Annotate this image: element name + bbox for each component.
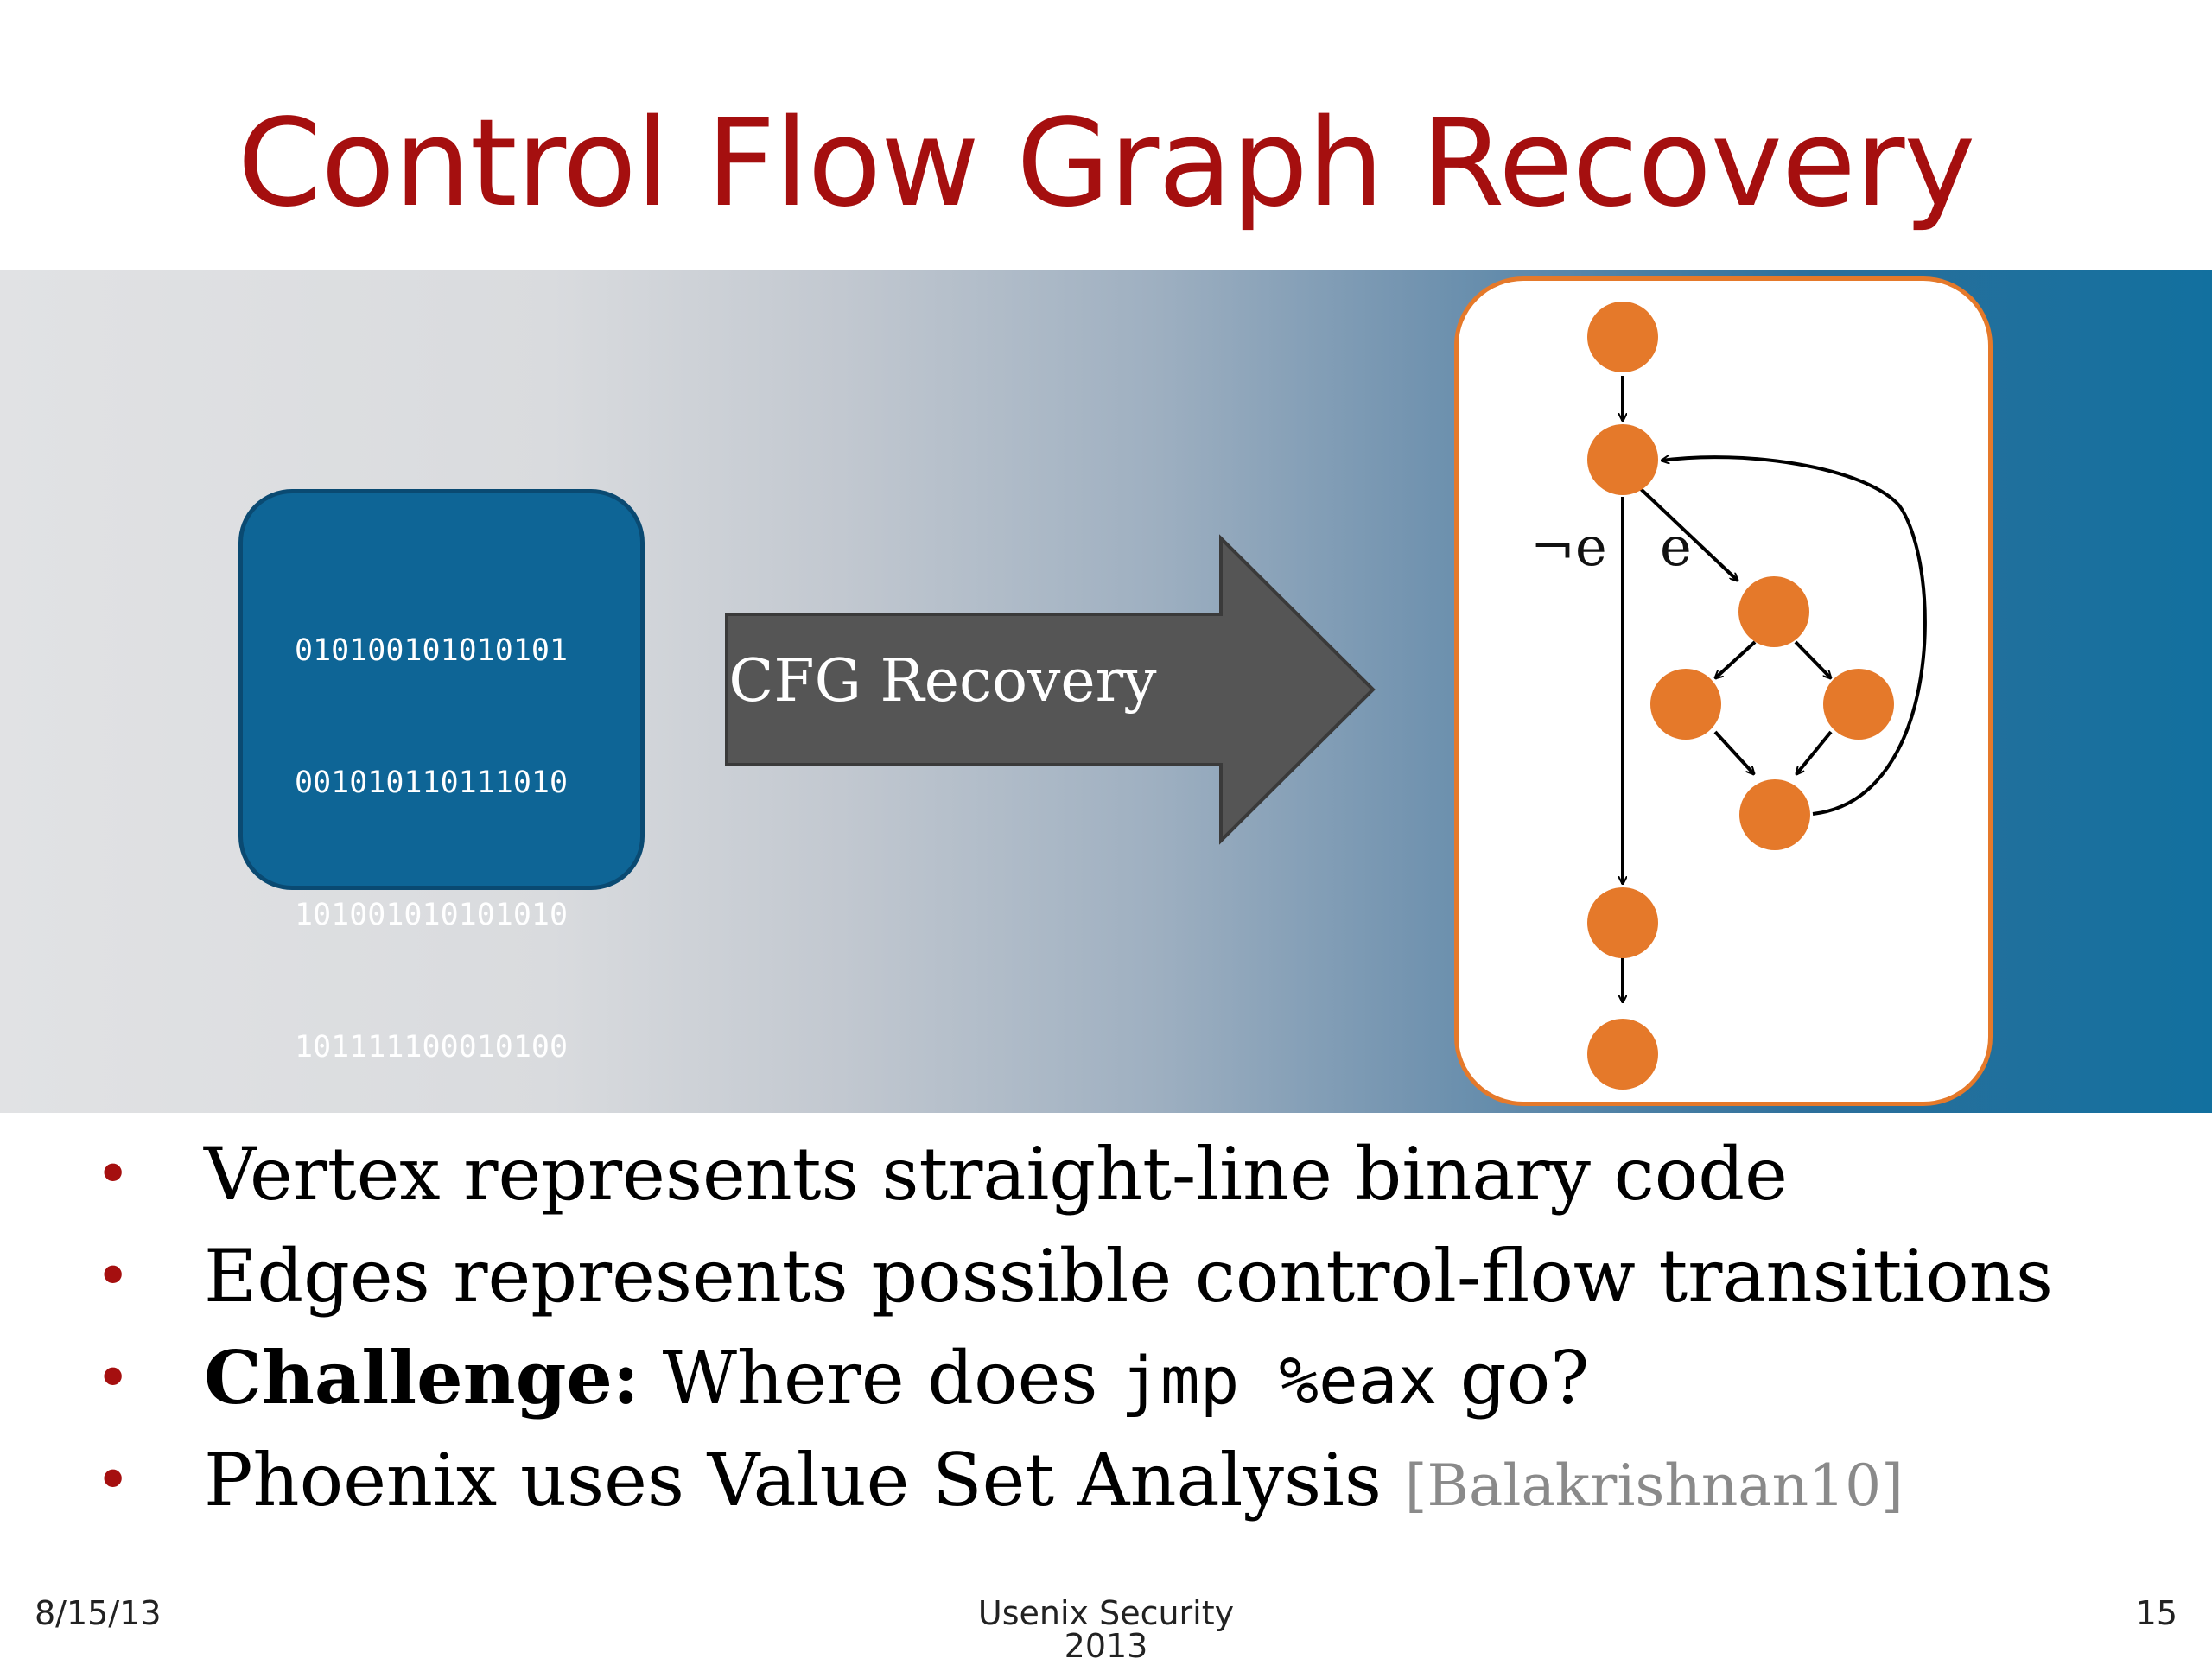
slide-title: Control Flow Graph Recovery	[237, 93, 1976, 234]
edge-label-not-e: ¬e	[1530, 515, 1607, 578]
cfg-edge	[1638, 486, 1738, 581]
cfg-panel: ¬e e	[1454, 276, 1993, 1106]
cfg-node	[1587, 424, 1658, 495]
edge-label-e: e	[1660, 515, 1692, 578]
bullet-text: Vertex represents straight-line binary c…	[204, 1132, 1788, 1217]
cfg-node	[1738, 576, 1809, 647]
footer-date: 8/15/13	[35, 1594, 162, 1632]
bullet-item: • Phoenix uses Value Set Analysis [Balak…	[86, 1429, 2195, 1531]
binary-line: 001010110111010	[295, 766, 569, 800]
binary-line: 100010010101101	[295, 1294, 569, 1329]
bullet-marker: •	[95, 1343, 131, 1414]
footer-venue: Usenix Security 2013	[977, 1594, 1235, 1665]
binary-line: 101001010101010	[295, 898, 569, 932]
binary-line: 010100101010101	[295, 633, 569, 668]
footer-page-number: 15	[2135, 1594, 2177, 1632]
cfg-edge	[1713, 730, 1754, 774]
bullet-marker: •	[95, 1241, 131, 1312]
binary-code-lines: 010100101010101 001010110111010 10100101…	[295, 541, 568, 1554]
cfg-node	[1823, 669, 1894, 740]
cfg-node	[1650, 669, 1721, 740]
bullet-marker: •	[95, 1139, 131, 1210]
cfg-node	[1587, 887, 1658, 958]
cfg-node	[1739, 779, 1810, 850]
bullet-text: Edges represents possible control-flow t…	[204, 1234, 2053, 1319]
arrow-label: CFG Recovery	[728, 647, 1157, 715]
cfg-node	[1587, 302, 1658, 372]
binary-code-box: 010100101010101 001010110111010 10100101…	[238, 489, 645, 1461]
bullet-marker: •	[95, 1445, 131, 1516]
cfg-edge	[1715, 640, 1757, 678]
bullet-item: • Challenge: Where does jmp %eax go?	[86, 1327, 2195, 1429]
cfg-edge	[1796, 730, 1833, 774]
bullet-citation: [Balakrishnan10]	[1404, 1452, 1904, 1519]
cfg-back-edge	[1662, 457, 1927, 816]
binary-line: 010101101001010	[295, 1162, 569, 1197]
bullet-bold-text: Challenge:	[204, 1335, 639, 1420]
bullet-item: • Edges represents possible control-flow…	[86, 1225, 2195, 1327]
cfg-edge	[1794, 640, 1831, 678]
cfg-node	[1587, 1019, 1658, 1090]
binary-line: 101111100010100	[295, 1030, 569, 1064]
bullet-text: go?	[1437, 1336, 1590, 1420]
bullet-text: Where does	[639, 1336, 1122, 1420]
bullet-code: jmp %eax	[1121, 1342, 1438, 1419]
cfg-recovery-arrow	[725, 534, 1376, 845]
control-flow-graph	[1587, 302, 1927, 1090]
binary-line: 010101011010111	[295, 1427, 569, 1461]
bullet-list: • Vertex represents straight-line binary…	[86, 1123, 2195, 1531]
bullet-item: • Vertex represents straight-line binary…	[86, 1123, 2195, 1225]
bullet-text: Phoenix uses Value Set Analysis	[204, 1438, 1405, 1522]
